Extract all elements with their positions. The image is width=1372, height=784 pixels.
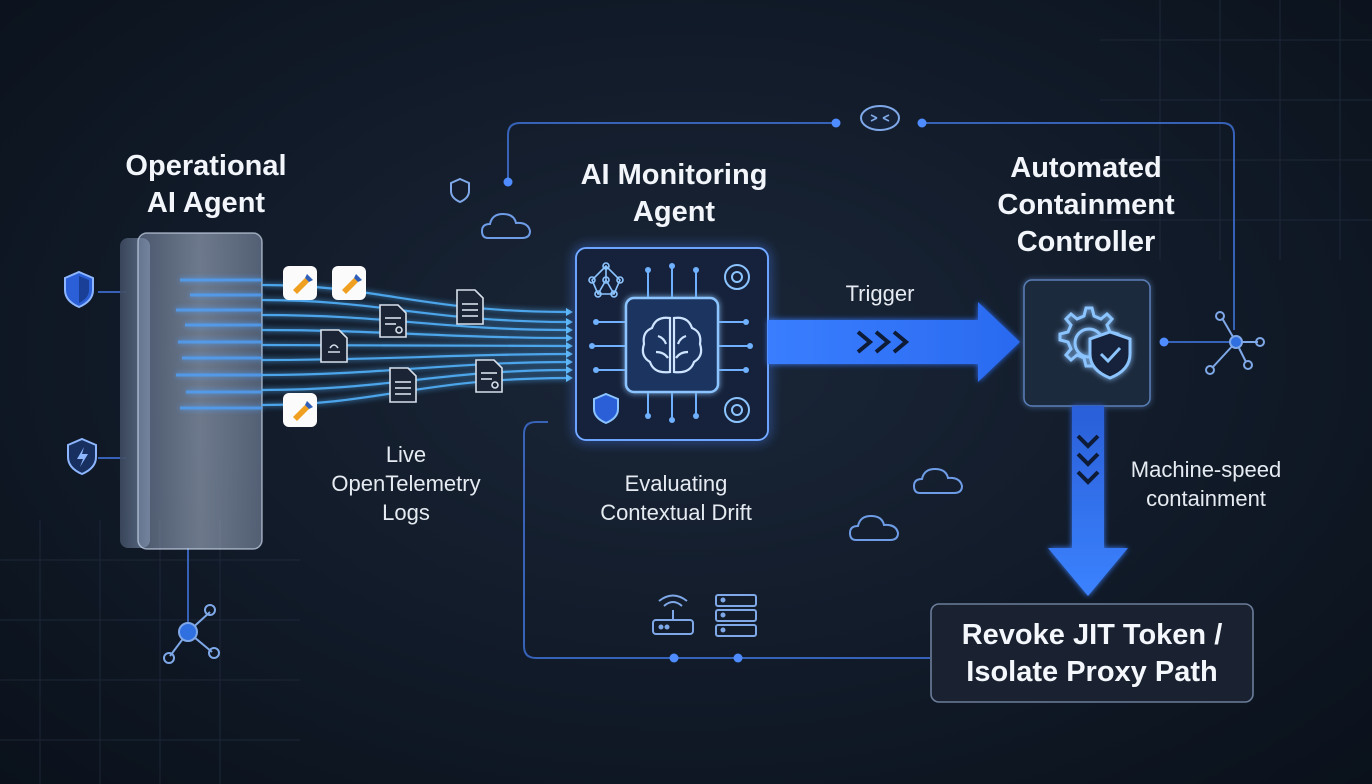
- chip-traces: [594, 268, 748, 418]
- telemetry-badge: [332, 266, 366, 300]
- chip-core: [624, 296, 720, 394]
- shield-bolt-icon: [67, 437, 97, 476]
- gear-icon: [724, 264, 750, 423]
- log-document-icon: [320, 289, 503, 403]
- operational-agent-title-line2: AI Agent: [146, 187, 266, 219]
- telemetry-label-line3: Logs: [382, 500, 430, 525]
- telemetry-label-line2: OpenTelemetry: [331, 471, 481, 496]
- telemetry-label: Live OpenTelemetry Logs: [306, 440, 506, 527]
- containment-controller-title-line3: Controller: [1016, 226, 1156, 258]
- containment-label-line2: containment: [1146, 486, 1266, 511]
- shield-icon-left: [64, 270, 94, 309]
- outcome-box: [930, 603, 1254, 703]
- monitoring-agent-title-line2: Agent: [632, 196, 716, 228]
- network-icon-right: [1205, 311, 1265, 375]
- outcome-text: Revoke JIT Token / Isolate Proxy Path: [931, 617, 1253, 691]
- neural-net-icon: [588, 262, 624, 298]
- wifi-router-icon: [652, 594, 694, 635]
- containment-label: Machine-speed containment: [1106, 455, 1306, 513]
- monitoring-agent-title-line1: AI Monitoring: [580, 159, 768, 191]
- cloud-icon: [480, 212, 964, 541]
- monitoring-agent-caption: Evaluating Contextual Drift: [566, 469, 786, 527]
- trigger-label: Trigger: [845, 281, 915, 306]
- outcome-text-line1: Revoke JIT Token /: [961, 619, 1223, 651]
- containment-controller-title: Automated Containment Controller: [966, 150, 1206, 261]
- containment-label-line1: Machine-speed: [1130, 457, 1282, 482]
- server-glow-lines: [176, 278, 262, 410]
- containment-controller-title-line2: Containment: [997, 189, 1175, 221]
- telemetry-badge: [283, 393, 317, 427]
- monitoring-agent-caption-line1: Evaluating: [624, 471, 728, 496]
- brain-icon: [641, 316, 703, 374]
- shield-icon-top: [450, 177, 470, 204]
- monitoring-agent-caption-line2: Contextual Drift: [600, 500, 752, 525]
- telemetry-arrowheads: [566, 308, 573, 382]
- containment-controller-title-line1: Automated: [1010, 152, 1162, 184]
- network-icon-bottom-left: [163, 604, 220, 664]
- shield-icon-chip: [593, 392, 619, 425]
- outcome-text-line2: Isolate Proxy Path: [966, 656, 1218, 688]
- router-icon: [860, 105, 900, 131]
- trigger-arrow: [768, 302, 1020, 382]
- circuit-nodes: [503, 118, 1169, 663]
- server-stack-icon: [715, 594, 757, 637]
- telemetry-label-line1: Live: [385, 442, 427, 467]
- monitoring-agent-title: AI Monitoring Agent: [554, 157, 794, 231]
- containment-arrow: [1048, 406, 1128, 596]
- operational-agent-title-line1: Operational: [125, 150, 287, 182]
- operational-agent-title: Operational AI Agent: [96, 148, 316, 222]
- gear-shield-icon: [1058, 306, 1132, 380]
- telemetry-badge: [283, 266, 317, 300]
- chip-trace-ends: [589, 263, 753, 423]
